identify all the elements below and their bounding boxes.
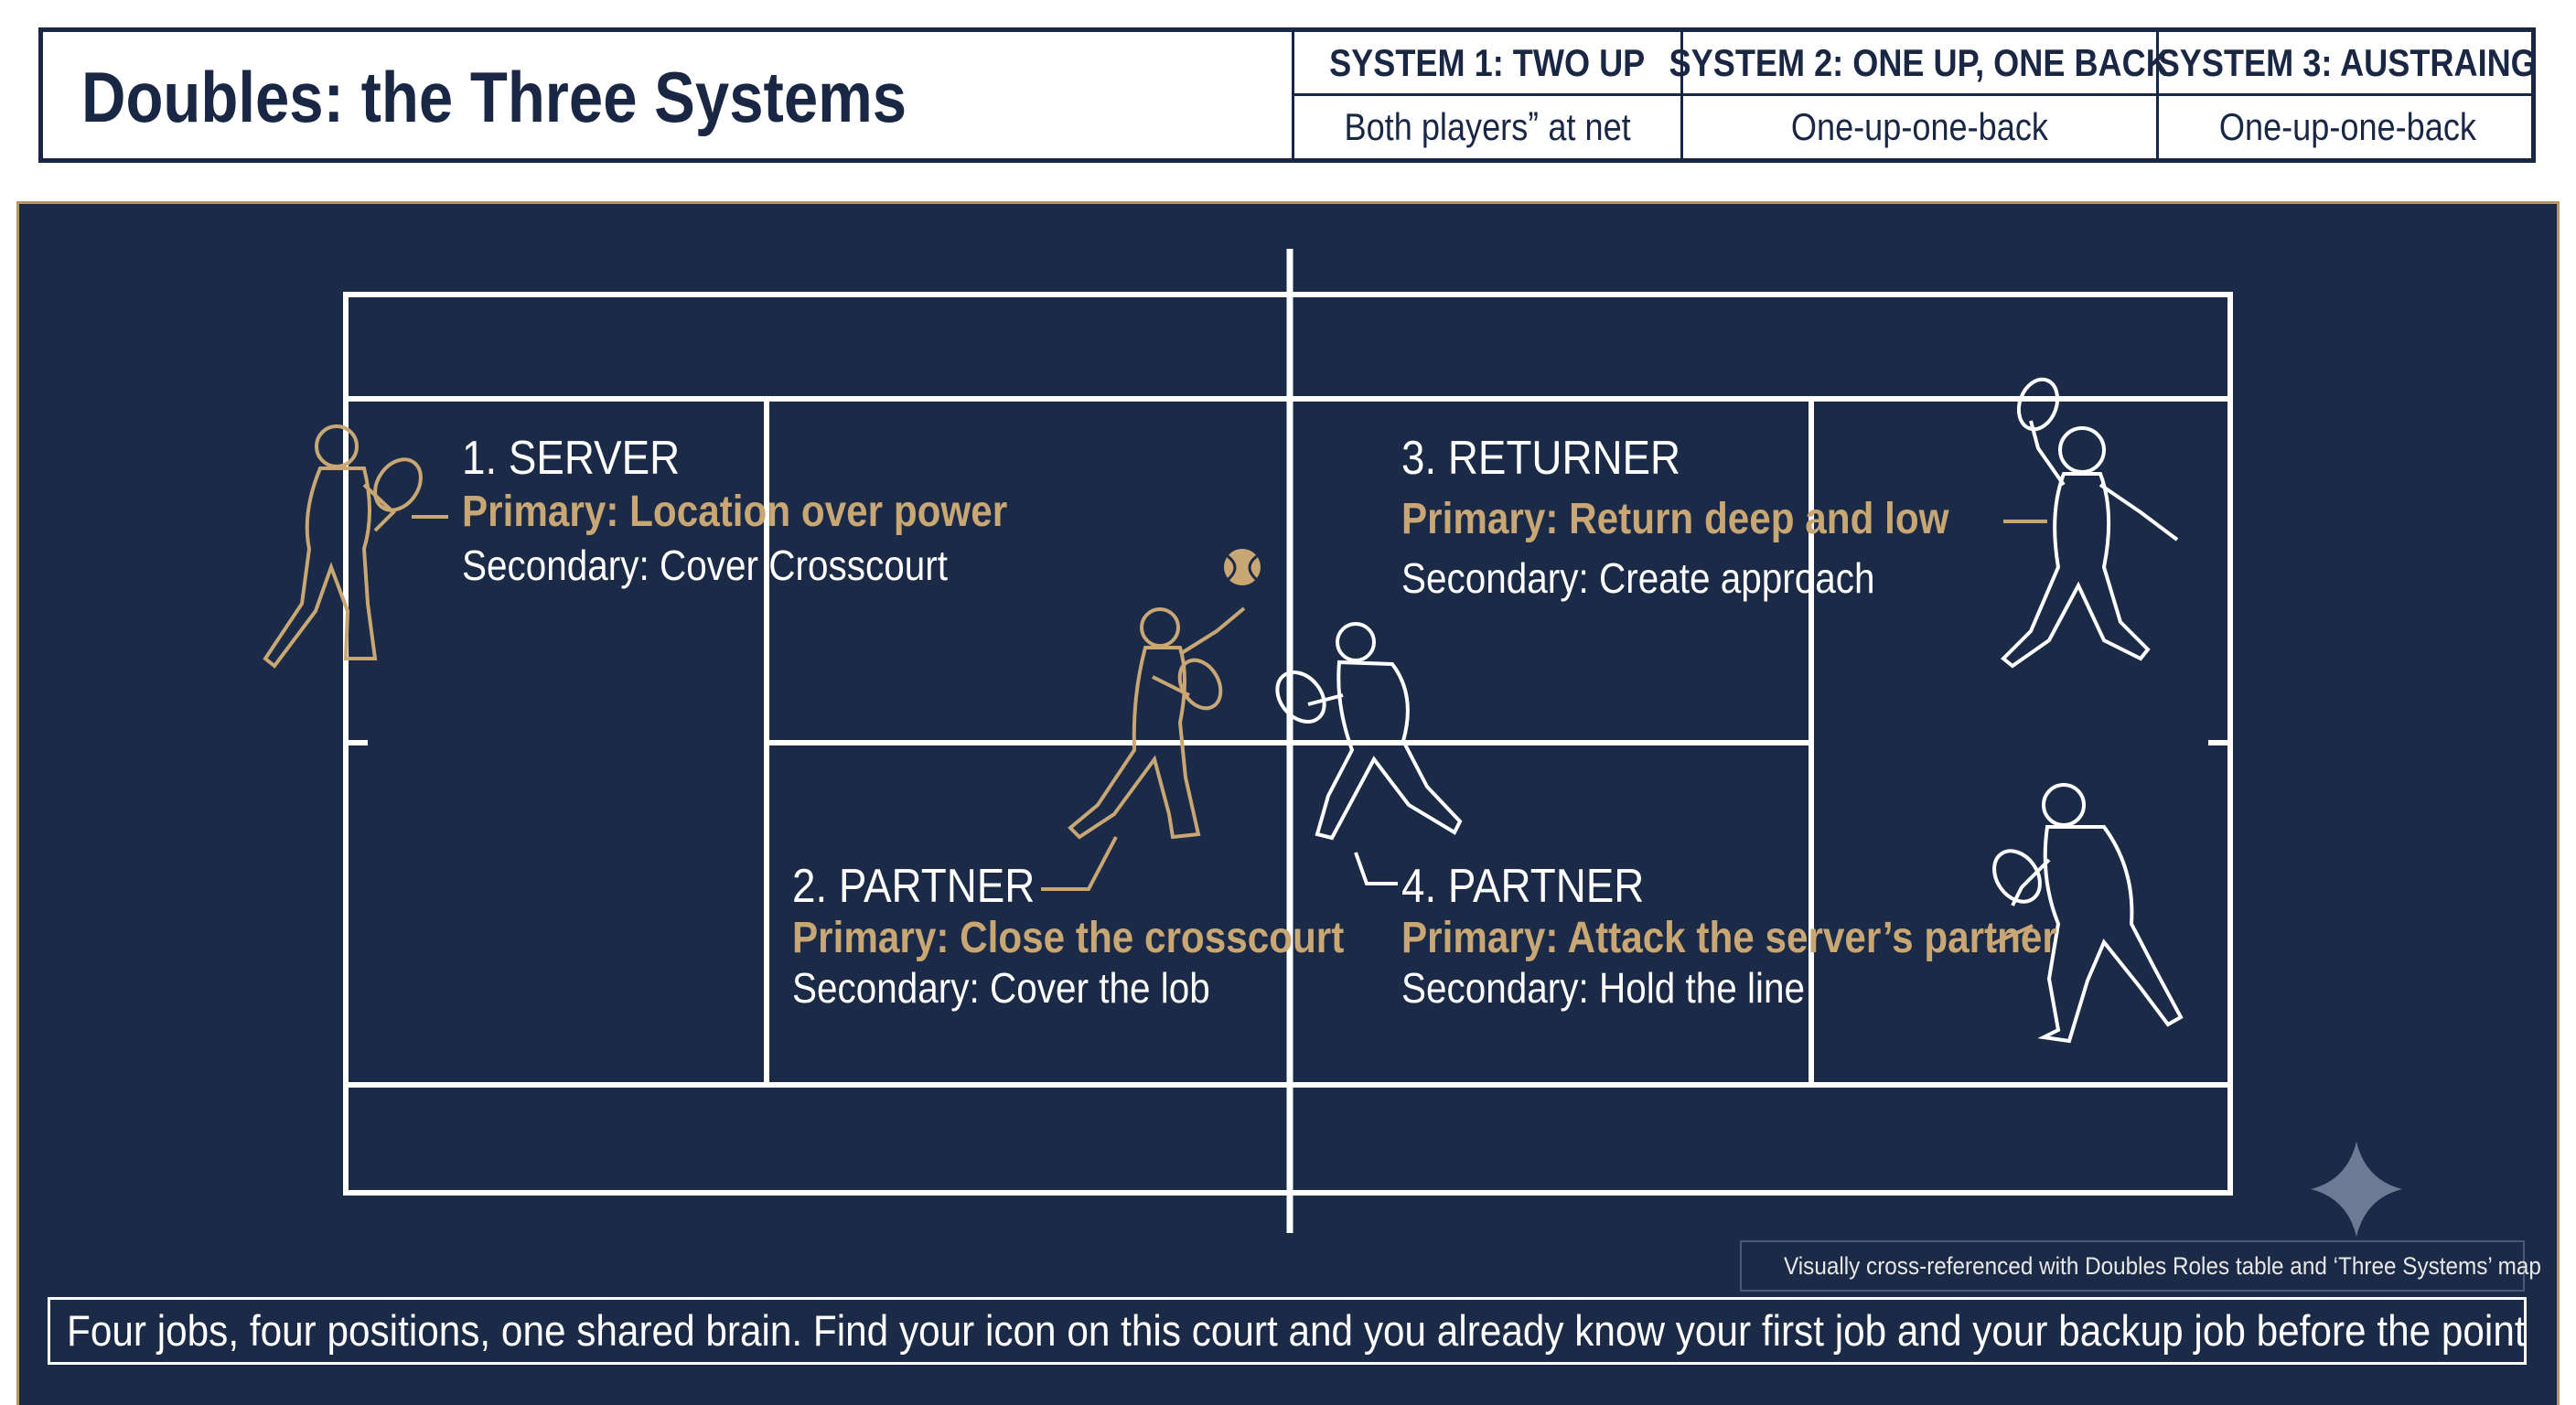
baseline-partner-player-icon [1992, 783, 2184, 1044]
partner-2-primary: Primary: Close the crosscourt [792, 914, 1345, 962]
court-lines [343, 249, 2233, 1233]
system-2-column: SYSTEM 2: ONE UP, ONE BACK One-up-one-ba… [1669, 32, 2170, 158]
partner-4-primary: Primary: Attack the server’s partner [1401, 914, 2057, 962]
leader-line-partner-2 [1041, 836, 1118, 891]
system-2-description: One-up-one-back [1790, 105, 2049, 148]
system-3-column: SYSTEM 3: AUSTRAING One-up-one-back [2156, 32, 2538, 158]
footnote-text: Visually cross-referenced with Doubles R… [1783, 1252, 2541, 1280]
system-1-name: SYSTEM 1: TWO UP [1329, 40, 1646, 84]
sparkle-icon [2311, 1142, 2402, 1237]
caption-box: Four jobs, four positions, one shared br… [48, 1297, 2527, 1365]
server-title: 1. SERVER [462, 432, 681, 485]
page-title: Doubles: the Three Systems [81, 57, 907, 137]
systems-table: SYSTEM 1: TWO UP Both playersˮ at net SY… [1292, 32, 2538, 158]
server-player-icon [263, 424, 423, 669]
partner-4-secondary: Secondary: Hold the line [1401, 964, 1806, 1012]
returner-player-icon [2001, 377, 2179, 669]
server-primary: Primary: Location over power [462, 488, 1008, 536]
system-2-name: SYSTEM 2: ONE UP, ONE BACK [1669, 40, 2171, 84]
system-1-column: SYSTEM 1: TWO UP Both playersˮ at net [1292, 32, 1680, 158]
partner-2-secondary: Secondary: Cover the lob [792, 964, 1210, 1012]
system-3-description: One-up-one-back [2218, 105, 2476, 148]
leader-line-partner-4 [1991, 924, 2034, 946]
caption-text: Four jobs, four positions, one shared br… [67, 1306, 2527, 1355]
partner-player-icon [1068, 606, 1246, 840]
header-bar: Doubles: the Three Systems SYSTEM 1: TWO… [38, 27, 2538, 163]
returner-primary: Primary: Return deep and low [1401, 495, 1949, 543]
partner-4-title: 4. PARTNER [1401, 860, 1645, 913]
leader-line-partner-4-b [1354, 852, 1398, 885]
footnote: Visually cross-referenced with Doubles R… [1740, 1240, 2541, 1292]
partner-2-title: 2. PARTNER [792, 860, 1036, 913]
system-3-name: SYSTEM 3: AUSTRAING [2157, 40, 2538, 84]
net-partner-player-icon [1275, 622, 1463, 841]
server-secondary: Secondary: Cover Crosscourt [462, 542, 948, 589]
tennis-ball-icon [1224, 549, 1261, 585]
returner-title: 3. RETURNER [1401, 432, 1681, 485]
system-1-description: Both playersˮ at net [1344, 105, 1631, 148]
returner-secondary: Secondary: Create approach [1401, 554, 1875, 602]
